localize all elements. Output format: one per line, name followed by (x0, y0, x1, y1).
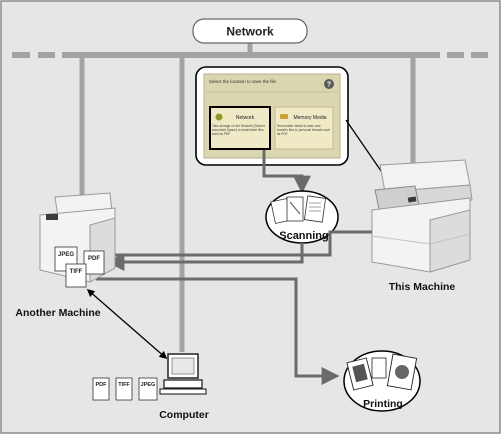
control-panel-callout: Select the location to save the file ? N… (195, 66, 349, 166)
this-machine-label: This Machine (389, 281, 456, 293)
arrow-panel-to-scanning (262, 150, 311, 194)
arrow-to-printing (96, 277, 340, 385)
memory-button-description: Removable media to store and transfer fi… (277, 124, 331, 137)
computer-badge-tiff: TIFF (118, 382, 130, 388)
file-badge-tiff: TIFF (70, 269, 83, 275)
memory-button-label: Memory Media (293, 115, 326, 121)
network-label: Network (226, 25, 274, 39)
network-button-description: Take storage on the Network (Shared docu… (212, 124, 265, 137)
scanned-documents-icon (270, 195, 327, 224)
file-badge-jpeg: JPEG (58, 252, 74, 258)
scanning-bubble: Scanning (265, 190, 339, 244)
help-icon-glyph: ? (327, 82, 331, 89)
file-badge-pdf: PDF (88, 256, 100, 262)
connection-this-to-another (110, 230, 372, 257)
scanning-label: Scanning (279, 230, 329, 242)
another-machine-file-badges: JPEG PDF TIFF (54, 246, 105, 288)
panel-header-text: Select the location to save the file (209, 79, 277, 84)
computer-badge-pdf: PDF (96, 382, 108, 388)
another-machine-label: Another Machine (15, 307, 100, 319)
printed-documents-icon (346, 353, 418, 391)
network-backbone (12, 40, 488, 352)
arrow-scanning-to-another-machine (106, 243, 304, 271)
this-machine-device (371, 159, 473, 273)
computer-file-badges: PDF TIFF JPEG (92, 377, 158, 401)
arrow-another-machine-computer (86, 288, 168, 360)
computer-badge-jpeg: JPEG (141, 382, 156, 388)
network-folder-icon (215, 113, 223, 121)
network-label-box (192, 18, 308, 44)
printing-bubble: Printing (343, 350, 421, 412)
memory-media-icon (280, 114, 288, 119)
printing-label: Printing (363, 398, 403, 410)
help-icon[interactable] (324, 79, 334, 89)
network-button-label: Network (236, 115, 255, 121)
computer-label: Computer (159, 409, 209, 421)
computer-icon (159, 353, 207, 395)
